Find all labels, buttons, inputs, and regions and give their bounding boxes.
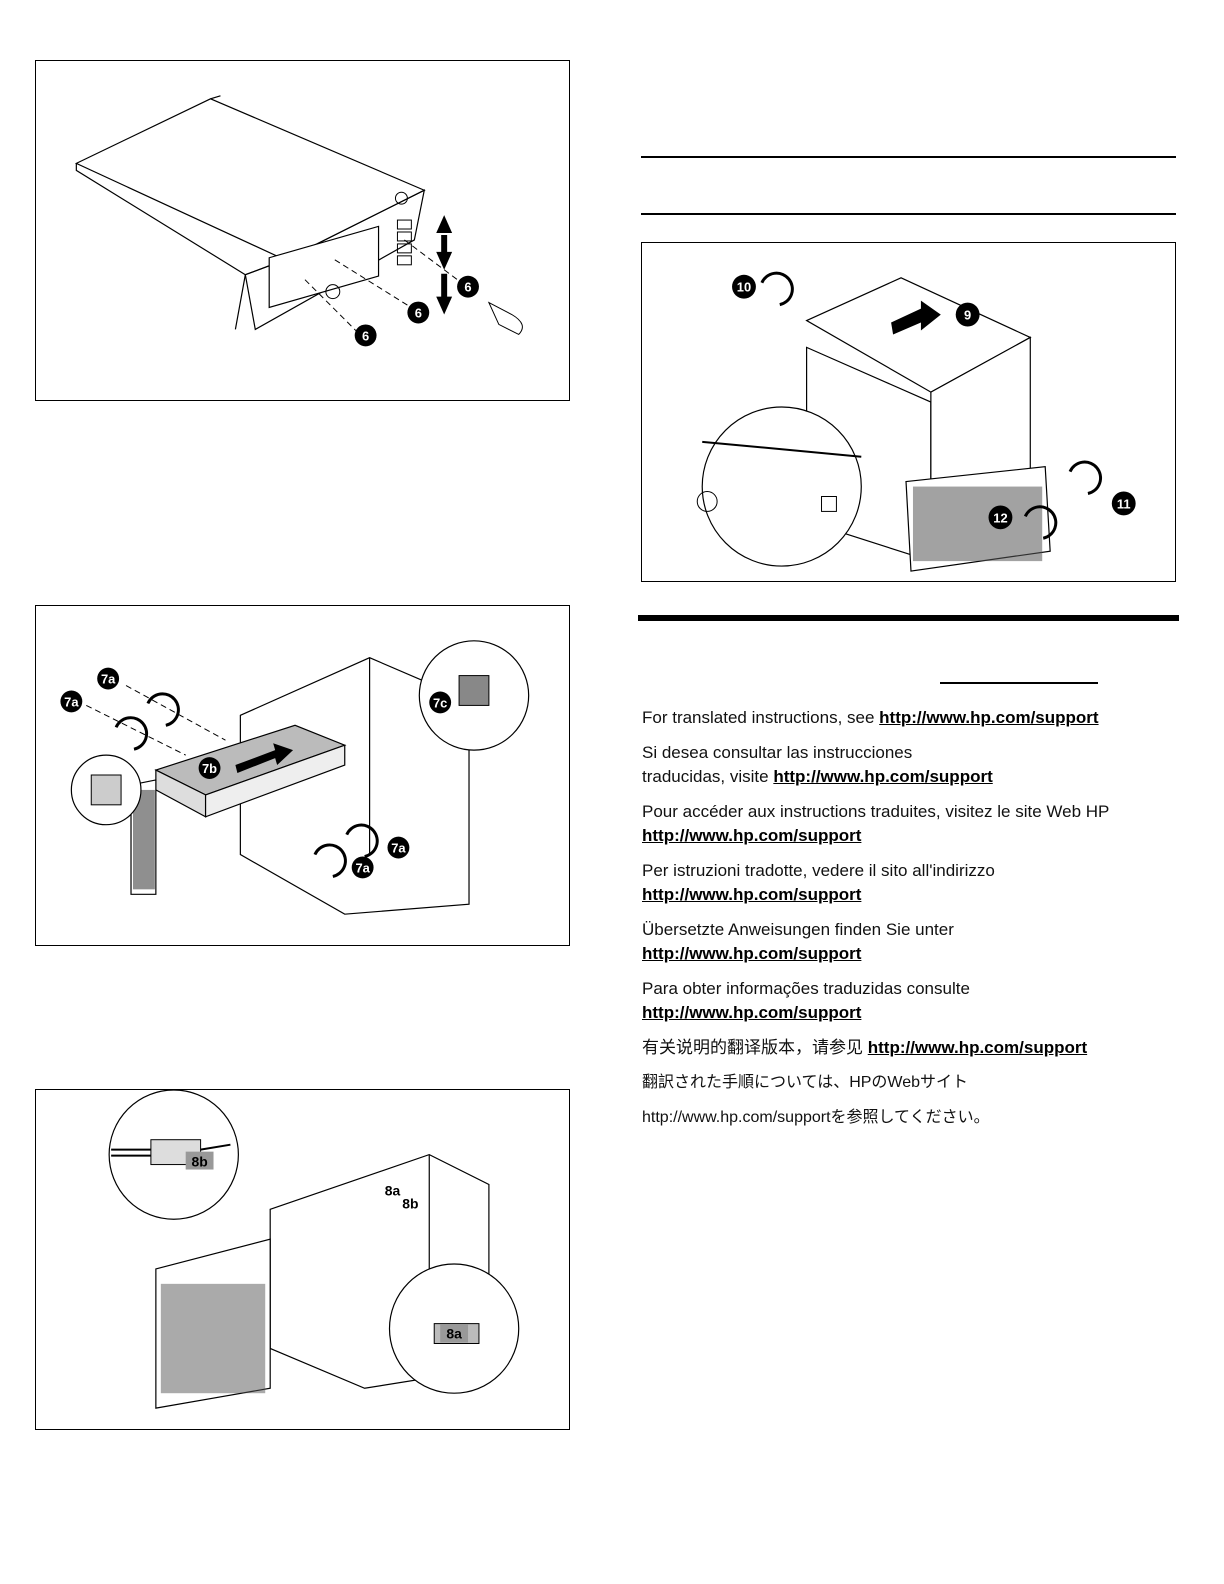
translation-text: traducidas, visite [642, 767, 774, 786]
rotate-icon [114, 716, 149, 751]
support-link[interactable]: http://www.hp.com/support [773, 767, 993, 786]
rotate-icon [1068, 460, 1103, 495]
svg-text:8a: 8a [385, 1182, 401, 1198]
translation-german: Übersetzte Anweisungen finden Sie unter … [642, 918, 1162, 966]
svg-text:6: 6 [464, 280, 471, 295]
callout-8b-zoom: 8b [185, 1151, 214, 1170]
callout-8a-zoom: 8a [440, 1324, 469, 1343]
callout-7b: 7b [198, 757, 221, 779]
access-panel-illustration: 10 9 11 12 [696, 271, 1136, 572]
translation-text: http://www.hp.com/supportを参照してください。 [642, 1109, 990, 1126]
callout-7a-1: 7a [97, 667, 120, 690]
support-link[interactable]: http://www.hp.com/support [867, 1038, 1088, 1057]
callout-12: 12 [988, 505, 1013, 530]
figure-cable-connection: 8b 8a 8b 8a [35, 1089, 570, 1430]
grille-pattern [912, 486, 1043, 562]
up-down-arrow-icon [436, 215, 453, 315]
slide-arrow-icon [891, 300, 941, 335]
translation-text: Si desea consultar las instrucciones [642, 743, 913, 762]
translation-spanish: Si desea consultar las instrucciones tra… [642, 741, 1162, 789]
callout-6-c: 6 [354, 324, 377, 347]
detail-zoom-latch [701, 406, 862, 567]
svg-text:8a: 8a [446, 1326, 462, 1342]
callout-7a-4: 7a [351, 856, 374, 879]
figure-front-bezel: 6 6 6 [35, 60, 570, 401]
translation-text: Übersetzte Anweisungen finden Sie unter [642, 920, 954, 939]
translation-japanese-line2: http://www.hp.com/supportを参照してください。 [642, 1106, 1162, 1130]
rotate-icon [1023, 505, 1058, 540]
svg-text:8b: 8b [191, 1154, 207, 1170]
rotate-icon [313, 843, 347, 878]
svg-text:7a: 7a [391, 841, 406, 856]
translated-instructions: For translated instructions, see http://… [642, 706, 1162, 1141]
optical-drive-illustration: 7a 7a 7a 7a 7b 7c [60, 640, 530, 915]
callout-7a-2: 7a [60, 690, 83, 713]
svg-text:11: 11 [1117, 496, 1131, 511]
cable-connection-illustration: 8b 8a 8b 8a [108, 1090, 520, 1409]
callout-7c: 7c [429, 691, 452, 714]
support-link[interactable]: http://www.hp.com/support [642, 944, 862, 963]
grille-pattern [133, 789, 155, 890]
figure-access-panel-install: 10 9 11 12 [641, 242, 1176, 582]
callout-6-a: 6 [457, 275, 479, 298]
translation-text: 翻訳された手順については、HPのWebサイト [642, 1074, 969, 1091]
support-link[interactable]: http://www.hp.com/support [642, 826, 862, 845]
svg-text:8b: 8b [402, 1195, 418, 1211]
svg-text:7b: 7b [202, 761, 217, 776]
callout-6-b: 6 [407, 301, 430, 324]
translation-italian: Per istruzioni tradotte, vedere il sito … [642, 859, 1162, 907]
grille-pattern [160, 1283, 266, 1394]
callout-10: 10 [732, 274, 756, 299]
callout-8b-main: 8b [402, 1195, 418, 1211]
figure-optical-drive-install: 7a 7a 7a 7a 7b 7c [35, 605, 570, 946]
svg-text:9: 9 [964, 308, 971, 323]
rotate-icon [146, 692, 180, 727]
support-link[interactable]: http://www.hp.com/support [642, 1003, 862, 1022]
translation-portuguese: Para obter informações traduzidas consul… [642, 977, 1162, 1025]
divider-line [641, 156, 1176, 158]
translation-japanese-line1: 翻訳された手順については、HPのWebサイト [642, 1071, 1162, 1095]
rotate-icon [760, 271, 794, 307]
rotate-icon [345, 823, 379, 858]
svg-text:12: 12 [993, 510, 1007, 525]
callout-9: 9 [955, 302, 980, 327]
front-bezel-illustration: 6 6 6 [74, 95, 523, 347]
translation-text: 有关说明的翻译版本，请参见 [642, 1038, 868, 1057]
support-link[interactable]: http://www.hp.com/support [642, 885, 862, 904]
svg-text:7a: 7a [101, 672, 116, 687]
callout-11: 11 [1111, 491, 1136, 516]
support-link[interactable]: http://www.hp.com/support [879, 708, 1099, 727]
svg-text:7a: 7a [355, 860, 370, 875]
svg-text:6: 6 [415, 305, 422, 320]
translation-french: Pour accéder aux instructions traduites,… [642, 800, 1162, 848]
section-divider [638, 615, 1179, 621]
translation-text: Para obter informações traduzidas consul… [642, 979, 970, 998]
insert-arrow-icon [235, 743, 294, 774]
translation-english: For translated instructions, see http://… [642, 706, 1162, 730]
divider-line [641, 213, 1176, 215]
callout-8a-main: 8a [385, 1182, 401, 1198]
translation-chinese: 有关说明的翻译版本，请参见 http://www.hp.com/support [642, 1036, 1162, 1060]
short-underline [940, 682, 1098, 684]
translation-text: Per istruzioni tradotte, vedere il sito … [642, 861, 995, 880]
svg-text:7a: 7a [64, 694, 79, 709]
translation-text: For translated instructions, see [642, 708, 880, 727]
translation-text: Pour accéder aux instructions traduites,… [642, 802, 1110, 821]
svg-text:7c: 7c [433, 695, 447, 710]
callout-7a-3: 7a [387, 836, 410, 859]
svg-text:10: 10 [737, 280, 751, 295]
svg-text:6: 6 [362, 328, 369, 343]
